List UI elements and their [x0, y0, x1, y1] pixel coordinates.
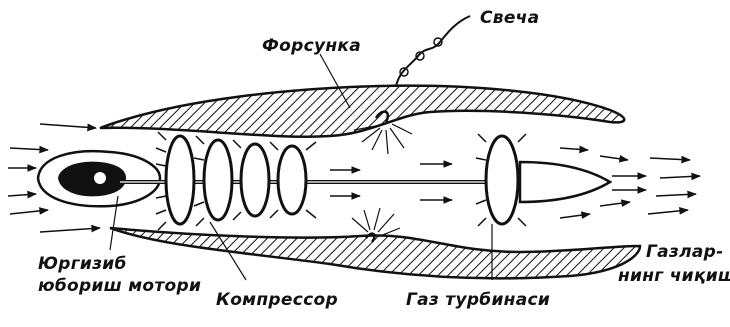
wire-coils — [400, 38, 442, 76]
label-exhaust-line1: Газлар- — [646, 244, 723, 261]
label-forsunka: Форсунка — [262, 38, 361, 55]
label-turbine: Газ турбинаси — [406, 292, 550, 309]
label-starter-line2: юбориш мотори — [38, 278, 201, 295]
label-starter-line1: Юргизиб — [38, 256, 127, 273]
starter-motor — [38, 151, 160, 206]
label-svecha: Свеча — [480, 10, 539, 27]
label-exhaust-line2: нинг чиқиши — [618, 268, 730, 285]
label-compressor: Компрессор — [216, 292, 338, 309]
exhaust-cone — [520, 162, 610, 202]
